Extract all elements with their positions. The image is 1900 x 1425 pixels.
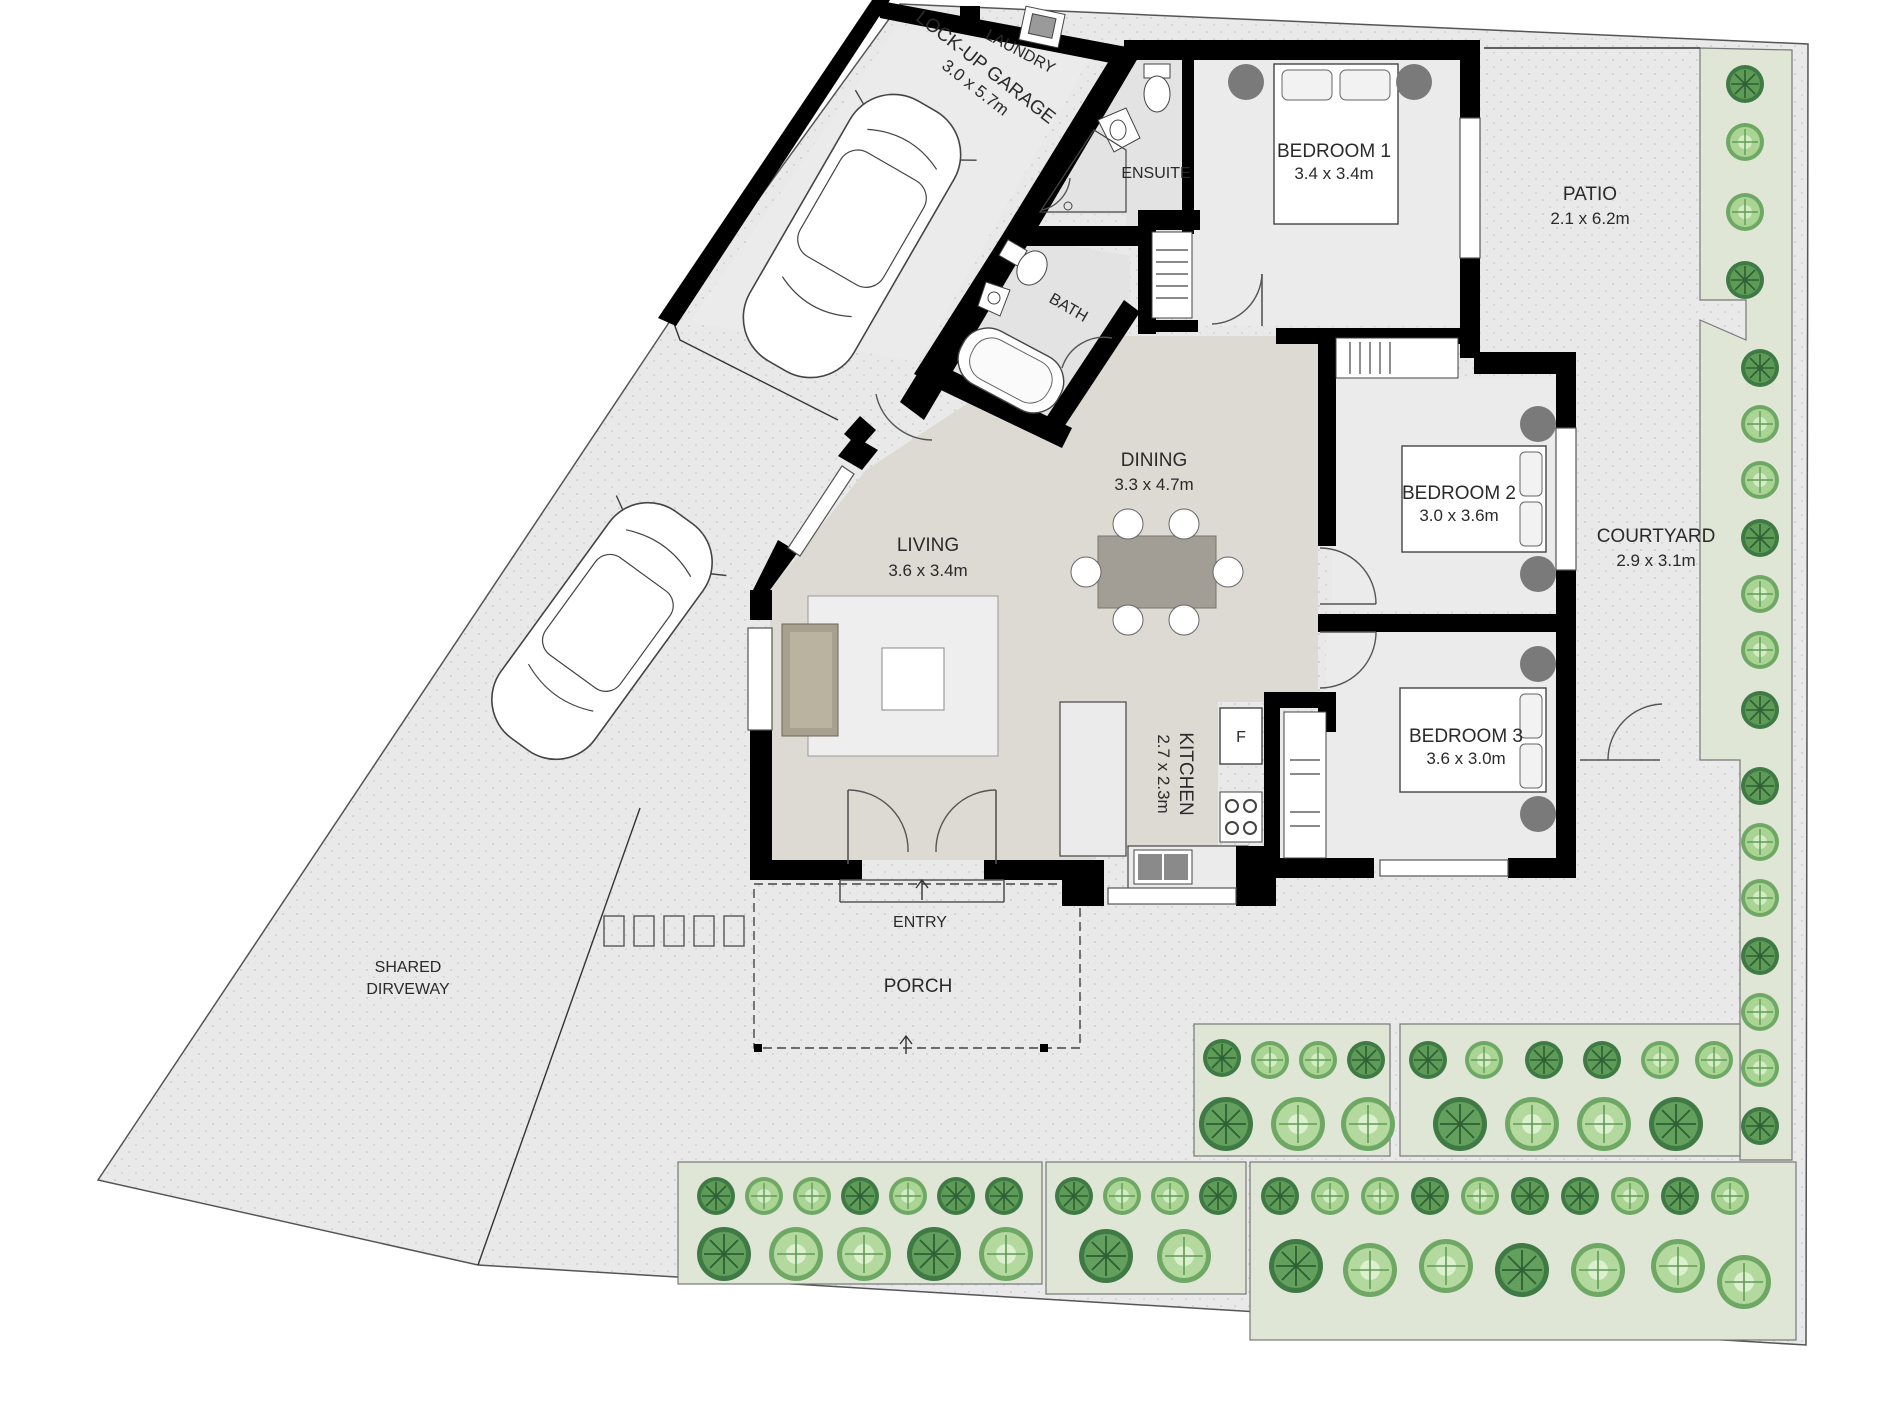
kitchen-label: KITCHEN	[1175, 732, 1196, 815]
stove-icon	[1219, 791, 1263, 843]
door-swing-icon-group	[839, 177, 1377, 903]
sofa-icon	[781, 623, 839, 737]
bed-icon-bedroom2	[1401, 406, 1556, 592]
porch-label: PORCH	[884, 976, 953, 997]
toilet-icon-ensuite	[1143, 63, 1171, 113]
stepping-stones	[603, 915, 745, 947]
dining-label: DINING	[1121, 450, 1188, 471]
bed-icon-bedroom3	[1399, 646, 1556, 832]
bedroom3-label: BEDROOM 3	[1409, 726, 1523, 747]
dining-table-icon	[1070, 508, 1244, 636]
dining-dims: 3.3 x 4.7m	[1114, 475, 1193, 494]
sink-icon-ensuite	[1097, 107, 1141, 153]
porch-arrow-icon	[899, 1034, 913, 1054]
patio-dims: 2.1 x 6.2m	[1550, 209, 1629, 228]
toilet-icon-bath	[998, 239, 1048, 286]
windows	[747, 117, 1577, 905]
wardrobe-bedroom1	[1151, 231, 1193, 319]
bedroom2-dims: 3.0 x 3.6m	[1419, 506, 1498, 525]
courtyard-label: COURTYARD	[1597, 526, 1716, 547]
bathtub-icon	[957, 327, 1065, 414]
living-label: LIVING	[897, 535, 959, 556]
kitchen-bench	[1059, 701, 1127, 857]
wardrobe-bedroom2	[1335, 337, 1459, 379]
bedroom1-label: BEDROOM 1	[1277, 141, 1391, 162]
entry-arrow-icon	[915, 878, 929, 900]
sink-icon-bath	[977, 281, 1011, 317]
entry-label: ENTRY	[893, 914, 947, 931]
porch-post-left	[754, 1044, 762, 1052]
patio-label: PATIO	[1563, 184, 1617, 205]
wardrobe-bedroom3	[1283, 711, 1327, 859]
fridge-label: F	[1236, 729, 1246, 746]
bedroom2-label: BEDROOM 2	[1402, 483, 1516, 504]
shower-ensuite	[1038, 129, 1127, 213]
car-icon-driveway	[491, 495, 727, 761]
ensuite-label: ENSUITE	[1121, 165, 1190, 182]
living-dims: 3.6 x 3.4m	[888, 561, 967, 580]
car-icon-garage	[742, 89, 977, 379]
bedroom3-dims: 3.6 x 3.0m	[1426, 749, 1505, 768]
driveway-edge	[477, 807, 641, 1266]
sink-icon-kitchen	[1133, 849, 1193, 885]
sink-icon-laundry	[1018, 5, 1066, 49]
courtyard-dims: 2.9 x 3.1m	[1616, 551, 1695, 570]
bedroom1-dims: 3.4 x 3.4m	[1294, 164, 1373, 183]
porch-outline	[753, 883, 1081, 1049]
fridge	[1219, 707, 1263, 765]
driveway-label-line1: SHARED	[375, 959, 442, 976]
courtyard-gate	[1580, 703, 1663, 761]
bed-icon-bedroom1	[1228, 63, 1432, 225]
coffee-table	[881, 647, 945, 711]
kitchen-dims: 2.7 x 2.3m	[1154, 734, 1173, 813]
porch-post-right	[1040, 1044, 1048, 1052]
driveway-label-line2: DIRVEWAY	[366, 981, 450, 998]
